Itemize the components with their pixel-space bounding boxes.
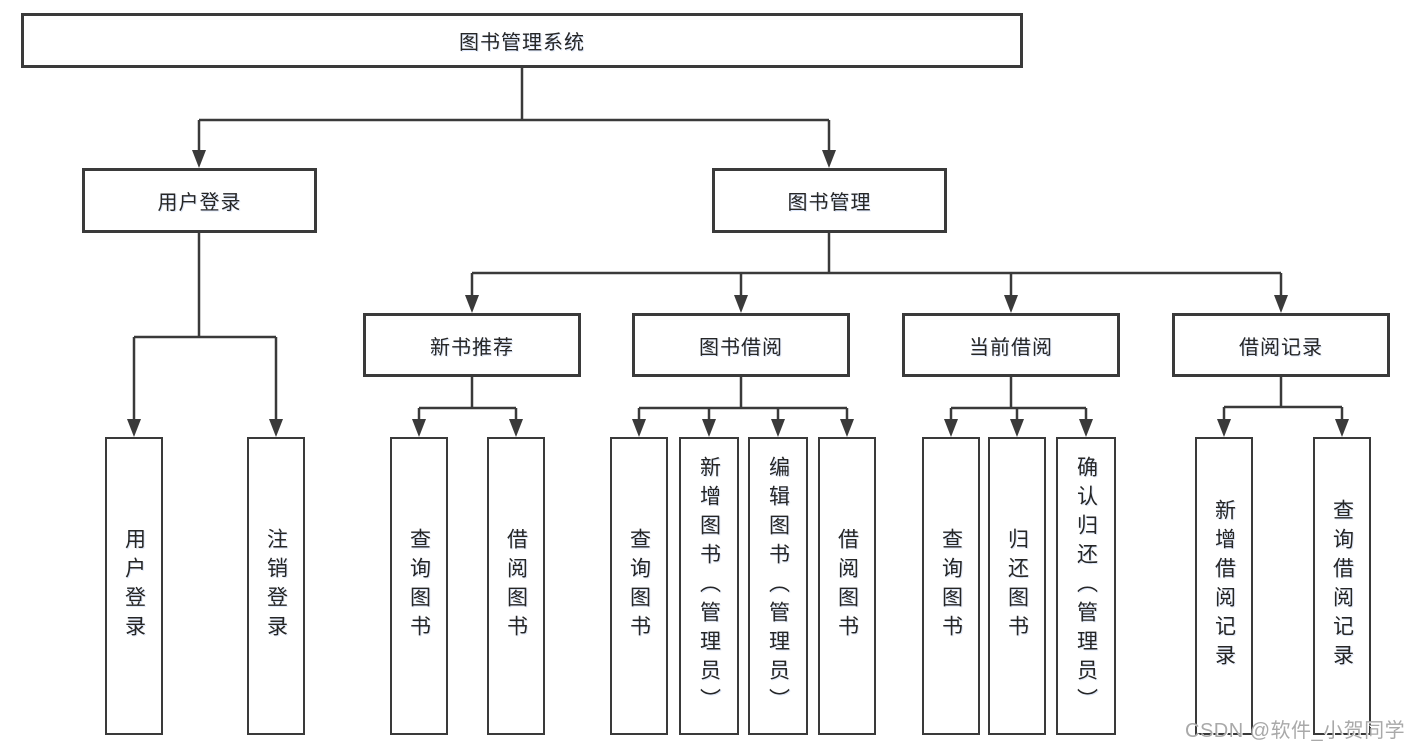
node-label: 用户登录 xyxy=(122,528,146,644)
node-borrow-records: 借阅记录 xyxy=(1172,313,1390,377)
node-label: 用户登录 xyxy=(157,192,242,214)
node-label: 图书管理系统 xyxy=(459,32,585,54)
node-label: 新增借阅记录 xyxy=(1212,499,1236,673)
connector-book-borrow-branch xyxy=(632,377,854,437)
node-current-borrow: 当前借阅 xyxy=(902,313,1120,377)
node-leaf-query-current: 查询图书 xyxy=(922,437,980,735)
node-leaf-logout: 注销登录 xyxy=(247,437,305,735)
node-book-borrow: 图书借阅 xyxy=(632,313,850,377)
node-label: 查询图书 xyxy=(627,528,651,644)
node-book-management: 图书管理 xyxy=(712,168,947,233)
csdn-watermark: CSDN @软件_小贺同学 xyxy=(1185,720,1405,742)
node-leaf-borrow-books: 借阅图书 xyxy=(818,437,876,735)
node-leaf-query-borrow-record: 查询借阅记录 xyxy=(1313,437,1371,735)
node-label: 确认归还（管理员） xyxy=(1074,455,1098,717)
node-label: 新增图书（管理员） xyxy=(697,455,721,717)
node-label: 查询图书 xyxy=(407,528,431,644)
node-leaf-add-borrow-record: 新增借阅记录 xyxy=(1195,437,1253,735)
node-leaf-borrow-books-recommend: 借阅图书 xyxy=(487,437,545,735)
node-label: 图书管理 xyxy=(787,192,872,214)
node-leaf-confirm-return-admin: 确认归还（管理员） xyxy=(1056,437,1116,735)
node-label: 编辑图书（管理员） xyxy=(766,455,790,717)
node-label: 图书借阅 xyxy=(699,336,783,359)
node-new-book-recommend: 新书推荐 xyxy=(363,313,581,377)
node-label: 查询借阅记录 xyxy=(1330,499,1354,673)
connector-current-borrow-branch xyxy=(944,377,1093,437)
node-user-login: 用户登录 xyxy=(82,168,317,233)
node-leaf-user-login: 用户登录 xyxy=(105,437,163,735)
node-leaf-query-books-recommend: 查询图书 xyxy=(390,437,448,735)
node-root-library-system: 图书管理系统 xyxy=(21,13,1023,68)
node-label: 注销登录 xyxy=(264,528,288,644)
connector-user-login-branch xyxy=(127,233,283,437)
connector-root-to-level2 xyxy=(192,68,836,168)
node-leaf-query-books: 查询图书 xyxy=(610,437,668,735)
node-leaf-return-books: 归还图书 xyxy=(988,437,1046,735)
node-leaf-edit-books-admin: 编辑图书（管理员） xyxy=(748,437,808,735)
node-label: 归还图书 xyxy=(1005,528,1029,644)
node-label: 借阅记录 xyxy=(1239,336,1323,359)
node-label: 借阅图书 xyxy=(504,528,528,644)
connector-new-book-branch xyxy=(412,377,523,437)
node-label: 查询图书 xyxy=(939,528,963,644)
node-label: 当前借阅 xyxy=(969,336,1053,359)
node-leaf-add-books-admin: 新增图书（管理员） xyxy=(679,437,739,735)
connector-borrow-record-branch xyxy=(1217,377,1349,437)
node-label: 新书推荐 xyxy=(430,336,514,359)
connector-book-mgmt-branch xyxy=(465,233,1288,313)
node-label: 借阅图书 xyxy=(835,528,859,644)
